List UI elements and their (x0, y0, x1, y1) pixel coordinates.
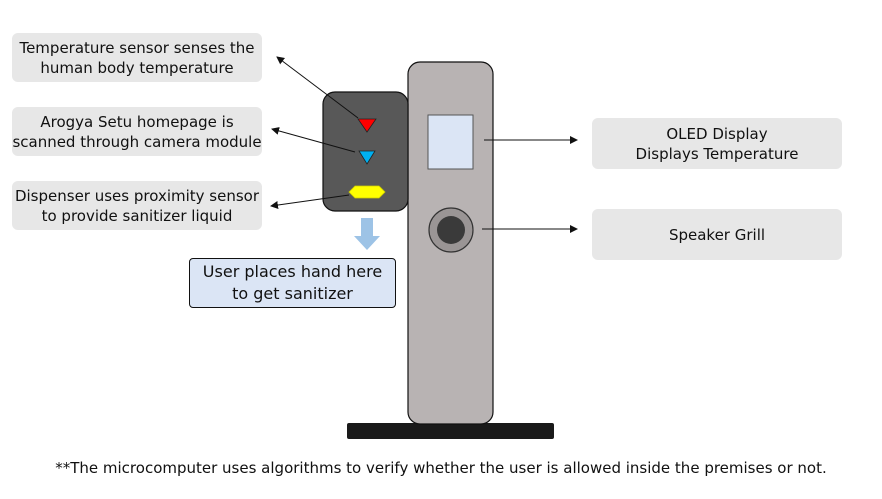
label-speaker-grill: Speaker Grill (592, 209, 842, 260)
callout-hand-here-text: User places hand here to get sanitizer (202, 262, 383, 303)
label-temperature-sensor-text: Temperature sensor senses the human body… (19, 38, 255, 77)
temperature-sensor-icon (357, 118, 377, 133)
label-dispenser-text: Dispenser uses proximity sensor to provi… (14, 186, 260, 225)
label-oled-display-text: OLED Display Displays Temperature (635, 124, 799, 163)
label-arogya-setu-text: Arogya Setu homepage is scanned through … (12, 112, 262, 151)
dispenser-nozzle-icon (348, 185, 386, 199)
label-oled-display: OLED Display Displays Temperature (592, 118, 842, 169)
oled-display-screen (427, 114, 474, 170)
label-arogya-setu: Arogya Setu homepage is scanned through … (12, 107, 262, 156)
footnote: **The microcomputer uses algorithms to v… (55, 459, 827, 477)
down-arrow-icon (354, 218, 380, 250)
label-speaker-grill-text: Speaker Grill (668, 225, 766, 244)
camera-module-icon (358, 150, 376, 165)
label-dispenser: Dispenser uses proximity sensor to provi… (12, 181, 262, 230)
arrow-camera-module (271, 127, 356, 153)
arrow-dispenser (270, 194, 350, 209)
label-temperature-sensor: Temperature sensor senses the human body… (12, 33, 262, 82)
callout-hand-here: User places hand here to get sanitizer (189, 258, 396, 308)
speaker-grill-center (437, 216, 465, 244)
arrow-temperature-sensor (276, 56, 359, 119)
device-base (347, 423, 554, 439)
